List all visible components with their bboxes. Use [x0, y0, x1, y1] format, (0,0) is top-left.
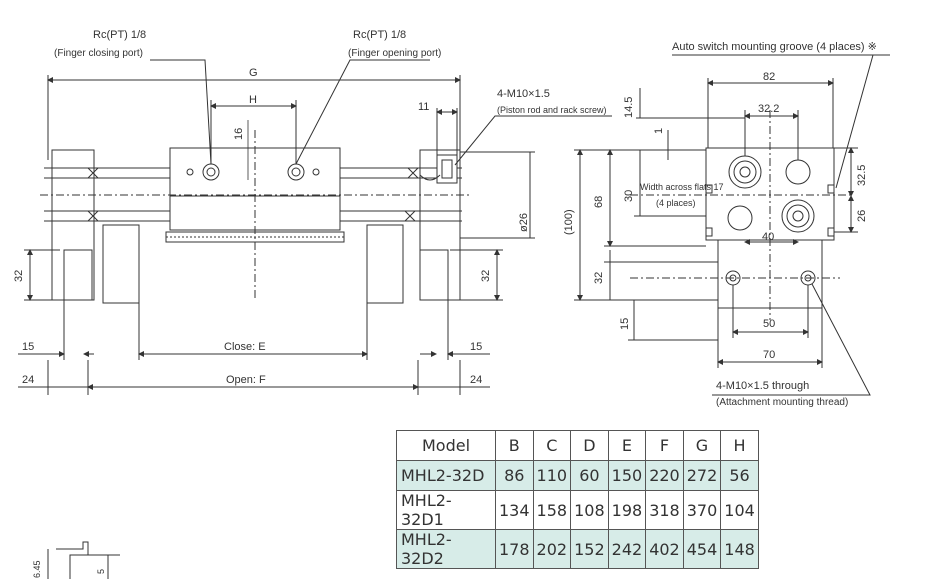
dim-11: 11 — [418, 101, 429, 113]
dim-6-45: 6.45 — [32, 560, 42, 578]
table-cell: 134 — [495, 490, 534, 530]
side-view — [574, 54, 890, 396]
table-cell: 158 — [532, 490, 572, 530]
dim-100: (100) — [563, 209, 575, 235]
table-row: MHL2-32D2 178 202 152 242 402 454 148 — [396, 529, 759, 569]
groove-detail — [47, 541, 120, 579]
table-cell: 108 — [570, 490, 609, 530]
dim-14-5: 14.5 — [623, 97, 635, 118]
table-header: Model — [396, 430, 496, 461]
screw-name: (Piston rod and rack screw) — [497, 105, 607, 115]
table-cell: 86 — [495, 460, 534, 491]
table-header: G — [682, 430, 722, 461]
dim-24-left: 24 — [22, 374, 34, 386]
dim-40: 40 — [762, 231, 774, 243]
table-cell: 178 — [495, 529, 534, 569]
table-cell: 242 — [607, 529, 647, 569]
port-right-name: (Finger opening port) — [348, 48, 441, 59]
screw-spec: 4-M10×1.5 — [497, 88, 550, 100]
dim-15-right: 15 — [470, 341, 482, 353]
table-cell: MHL2-32D — [396, 460, 496, 491]
dim-h: H — [249, 94, 257, 106]
flats-note: Width across flats 17 — [640, 182, 724, 192]
groove-note: Auto switch mounting groove (4 places) ※ — [672, 41, 877, 53]
table-cell: 60 — [570, 460, 609, 491]
table-cell: 198 — [607, 490, 647, 530]
table-cell: 272 — [682, 460, 722, 491]
table-header: B — [495, 430, 534, 461]
flats-places: (4 places) — [656, 198, 696, 208]
dim-32-bottom: 32 — [593, 272, 605, 284]
table-header: D — [570, 430, 609, 461]
port-left-name: (Finger closing port) — [54, 48, 143, 59]
dimension-table: Model B C D E F G H MHL2-32D 86 110 60 1… — [396, 430, 759, 569]
dim-30: 30 — [623, 190, 635, 202]
table-cell: 148 — [720, 529, 759, 569]
dim-26: 26 — [856, 210, 868, 222]
dim-50: 50 — [763, 318, 775, 330]
dim-15-side: 15 — [619, 318, 631, 330]
table-cell: 152 — [570, 529, 609, 569]
dim-24-right: 24 — [470, 374, 482, 386]
table-cell: MHL2-32D2 — [396, 529, 496, 569]
dim-32-left: 32 — [13, 270, 25, 282]
dim-dia26: ø26 — [518, 213, 530, 232]
table-row: MHL2-32D1 134 158 108 198 318 370 104 — [396, 490, 759, 530]
dim-32-2: 32.2 — [758, 103, 779, 115]
thread-name: (Attachment mounting thread) — [716, 397, 848, 408]
dim-16: 16 — [233, 128, 245, 140]
table-header: H — [720, 430, 759, 461]
dim-5: 5 — [96, 569, 106, 574]
close-label: Close: E — [224, 341, 266, 353]
table-cell: MHL2-32D1 — [396, 490, 496, 530]
table-cell: 104 — [720, 490, 759, 530]
dim-g: G — [249, 67, 258, 79]
thread-spec: 4-M10×1.5 through — [716, 380, 809, 392]
table-cell: 202 — [532, 529, 572, 569]
front-view — [18, 59, 612, 395]
dim-1: 1 — [653, 128, 665, 134]
dim-15-left: 15 — [22, 341, 34, 353]
port-left-spec: Rc(PT) 1/8 — [93, 29, 146, 41]
open-label: Open: F — [226, 374, 266, 386]
dim-68: 68 — [593, 196, 605, 208]
table-row: MHL2-32D 86 110 60 150 220 272 56 — [396, 460, 759, 491]
table-header-row: Model B C D E F G H — [396, 430, 759, 461]
table-cell: 110 — [532, 460, 572, 491]
dim-32-right: 32 — [480, 270, 492, 282]
table-header: F — [645, 430, 684, 461]
table-cell: 56 — [720, 460, 759, 491]
table-header: C — [532, 430, 572, 461]
table-cell: 402 — [645, 529, 684, 569]
dim-32-5: 32.5 — [856, 165, 868, 186]
table-cell: 454 — [682, 529, 722, 569]
dim-82: 82 — [763, 71, 775, 83]
port-right-spec: Rc(PT) 1/8 — [353, 29, 406, 41]
table-cell: 318 — [645, 490, 684, 530]
table-cell: 220 — [645, 460, 684, 491]
labels: Rc(PT) 1/8 (Finger closing port) Rc(PT) … — [13, 29, 877, 578]
table-header: E — [607, 430, 647, 461]
table-cell: 150 — [607, 460, 647, 491]
table-cell: 370 — [682, 490, 722, 530]
dim-70: 70 — [763, 349, 775, 361]
